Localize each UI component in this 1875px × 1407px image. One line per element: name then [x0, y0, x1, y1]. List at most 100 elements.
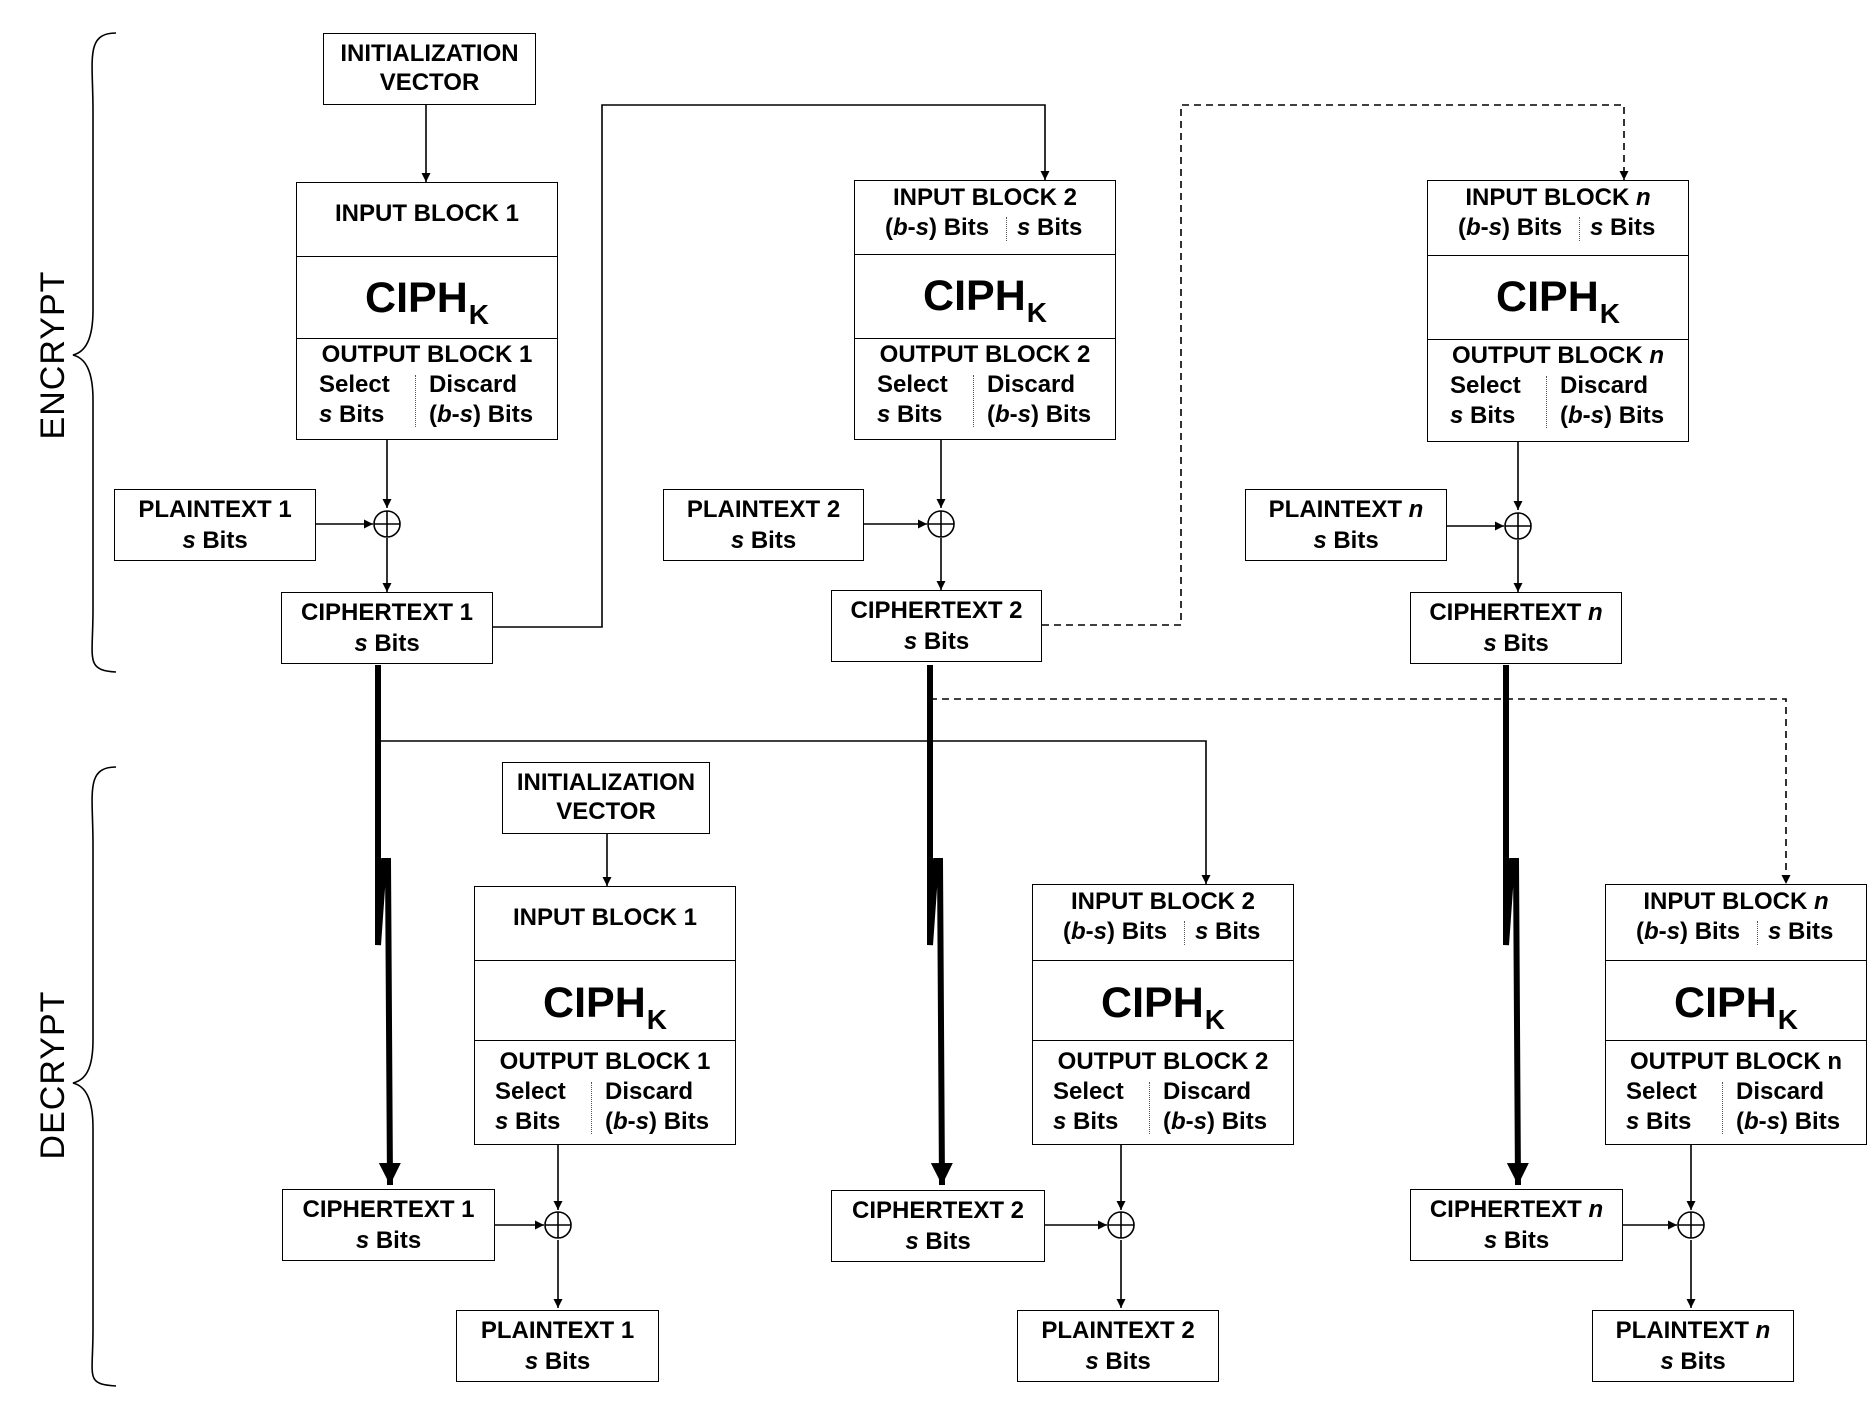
ciph-k: CIPHK — [1101, 979, 1225, 1035]
encrypt-brace — [72, 32, 117, 673]
ciphertext-label: CIPHERTEXT 1 — [300, 599, 474, 626]
encrypt-ciphertext-1: CIPHERTEXT 1 s Bits — [281, 592, 493, 664]
xor-icon — [1504, 512, 1532, 540]
select-bits: s Bits — [1626, 1108, 1692, 1135]
select-label: Select — [495, 1078, 566, 1105]
b-s-bits: (b-s) Bits — [885, 214, 990, 241]
ciphertext-bits: s Bits — [903, 628, 970, 655]
output-block-label: OUTPUT BLOCK 2 — [1057, 1048, 1269, 1075]
encrypt-cipher-block-1: INPUT BLOCK 1 CIPHK OUTPUT BLOCK 1 Selec… — [296, 182, 558, 440]
ciph-k: CIPHK — [1496, 273, 1620, 329]
plaintext-label: PLAINTEXT 1 — [480, 1317, 635, 1344]
encrypt-plaintext-2: PLAINTEXT 2 s Bits — [663, 489, 864, 561]
encrypt-cipher-block-n: INPUT BLOCK n (b-s) Bits s Bits CIPHK OU… — [1427, 180, 1689, 442]
decrypt-ciphertext-n: CIPHERTEXT n s Bits — [1410, 1189, 1623, 1261]
plaintext-label: PLAINTEXT n — [1615, 1317, 1771, 1344]
encrypt-ciphertext-2: CIPHERTEXT 2 s Bits — [831, 590, 1042, 662]
plaintext-label: PLAINTEXT 2 — [1041, 1317, 1195, 1344]
ciphertext-bits: s Bits — [354, 630, 420, 657]
discard-label: Discard — [1560, 372, 1649, 399]
input-block-label: INPUT BLOCK 2 — [892, 184, 1077, 211]
ciphertext-bits: s Bits — [905, 1228, 971, 1255]
plaintext-bits: s Bits — [1313, 527, 1379, 554]
b-s-bits: (b-s) Bits — [1458, 214, 1563, 241]
s-bits: s Bits — [1017, 214, 1083, 241]
discard-bits: (b-s) Bits — [429, 401, 534, 428]
discard-bits: (b-s) Bits — [1736, 1108, 1841, 1135]
input-block-label: INPUT BLOCK 1 — [334, 200, 519, 227]
b-s-bits: (b-s) Bits — [1636, 918, 1741, 945]
s-bits: s Bits — [1768, 918, 1834, 945]
decrypt-ciphertext-1: CIPHERTEXT 1 s Bits — [282, 1189, 495, 1261]
ciphertext-bits: s Bits — [355, 1227, 422, 1254]
encrypt-cipher-block-2: INPUT BLOCK 2 (b-s) Bits s Bits CIPHK OU… — [854, 180, 1116, 440]
ciph-k: CIPHK — [543, 979, 667, 1035]
discard-label: Discard — [605, 1078, 694, 1105]
input-block-label: INPUT BLOCK 2 — [1070, 888, 1255, 915]
select-bits: s Bits — [1450, 402, 1516, 429]
plaintext-bits: s Bits — [730, 527, 797, 554]
encrypt-plaintext-n: PLAINTEXT n s Bits — [1245, 489, 1447, 561]
plaintext-bits: s Bits — [524, 1348, 591, 1375]
iv-line1: INITIALIZATION — [340, 40, 519, 67]
discard-label: Discard — [1163, 1078, 1252, 1105]
select-bits: s Bits — [877, 401, 943, 428]
output-block-label: OUTPUT BLOCK 1 — [499, 1048, 711, 1075]
ciphertext-label: CIPHERTEXT 2 — [851, 1197, 1025, 1224]
select-bits: s Bits — [319, 401, 385, 428]
input-block-label: INPUT BLOCK 1 — [512, 904, 697, 931]
discard-bits: (b-s) Bits — [1163, 1108, 1268, 1135]
discard-label: Discard — [987, 371, 1076, 398]
xor-icon — [927, 510, 955, 538]
decrypt-cipher-block-1: INPUT BLOCK 1 CIPHK OUTPUT BLOCK 1 Selec… — [474, 886, 736, 1145]
select-label: Select — [319, 371, 390, 398]
s-bits: s Bits — [1195, 918, 1261, 945]
encrypt-label: ENCRYPT — [34, 270, 72, 440]
plaintext-label: PLAINTEXT 1 — [138, 496, 292, 523]
decrypt-plaintext-n: PLAINTEXT n s Bits — [1592, 1310, 1794, 1382]
discard-bits: (b-s) Bits — [1560, 402, 1665, 429]
discard-bits: (b-s) Bits — [987, 401, 1092, 428]
decrypt-plaintext-1: PLAINTEXT 1 s Bits — [456, 1310, 659, 1382]
output-block-label: OUTPUT BLOCK n — [1630, 1048, 1842, 1075]
ciphertext-label: CIPHERTEXT n — [1429, 1196, 1604, 1223]
xor-icon — [1107, 1211, 1135, 1239]
plaintext-bits: s Bits — [1085, 1348, 1151, 1375]
plaintext-label: PLAINTEXT 2 — [686, 496, 841, 523]
output-block-label: OUTPUT BLOCK n — [1452, 342, 1664, 369]
discard-label: Discard — [1736, 1078, 1825, 1105]
select-label: Select — [1053, 1078, 1124, 1105]
iv-line2: VECTOR — [556, 798, 656, 825]
iv-line1: INITIALIZATION — [516, 769, 696, 796]
decrypt-cipher-block-n: INPUT BLOCK n (b-s) Bits s Bits CIPHK OU… — [1605, 884, 1867, 1145]
s-bits: s Bits — [1590, 214, 1656, 241]
ciphertext-bits: s Bits — [1483, 630, 1549, 657]
input-block-label: INPUT BLOCK n — [1643, 888, 1829, 915]
decrypt-plaintext-2: PLAINTEXT 2 s Bits — [1017, 1310, 1219, 1382]
select-bits: s Bits — [1053, 1108, 1119, 1135]
ciph-k: CIPHK — [365, 274, 489, 330]
plaintext-label: PLAINTEXT n — [1268, 496, 1424, 523]
select-label: Select — [877, 371, 948, 398]
iv-box-decrypt: INITIALIZATION VECTOR — [502, 762, 710, 834]
discard-bits: (b-s) Bits — [605, 1108, 710, 1135]
xor-icon — [373, 510, 401, 538]
output-block-label: OUTPUT BLOCK 2 — [879, 341, 1091, 368]
ciph-k: CIPHK — [1674, 979, 1798, 1035]
b-s-bits: (b-s) Bits — [1063, 918, 1168, 945]
plaintext-bits: s Bits — [182, 527, 248, 554]
ciph-k: CIPHK — [923, 272, 1047, 328]
iv-line2: VECTOR — [379, 69, 480, 96]
decrypt-cipher-block-2: INPUT BLOCK 2 (b-s) Bits s Bits CIPHK OU… — [1032, 884, 1294, 1145]
encrypt-plaintext-1: PLAINTEXT 1 s Bits — [114, 489, 316, 561]
input-block-label: INPUT BLOCK n — [1465, 184, 1651, 211]
ciphertext-bits: s Bits — [1483, 1227, 1550, 1254]
decrypt-label: DECRYPT — [34, 990, 72, 1160]
plaintext-bits: s Bits — [1660, 1348, 1726, 1375]
ciphertext-label: CIPHERTEXT 2 — [850, 597, 1023, 624]
ciphertext-label: CIPHERTEXT 1 — [302, 1196, 475, 1223]
select-label: Select — [1626, 1078, 1697, 1105]
decrypt-brace — [72, 766, 117, 1387]
xor-icon — [544, 1211, 572, 1239]
